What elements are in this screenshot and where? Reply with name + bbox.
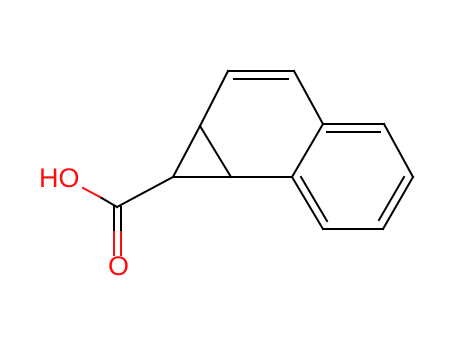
bond-benz-5 xyxy=(290,175,325,231)
bond-c1-carboxyl xyxy=(115,175,175,209)
bond-benz-2 xyxy=(382,122,415,179)
bond-cyclopropane-top xyxy=(171,124,202,179)
bond-carboxyl-oh-oxygen xyxy=(81,186,102,199)
bond-cyclopropane-right xyxy=(198,124,233,179)
bond-benz-6 xyxy=(290,122,325,179)
hydroxyl-label: HO xyxy=(39,163,80,193)
carbonyl-oxygen-label: O xyxy=(108,251,129,281)
bond-benz-3 xyxy=(381,175,415,231)
bond-c3-c4 xyxy=(292,69,325,126)
bond-benz-inner-b xyxy=(377,175,406,222)
bond-c1-c2 xyxy=(198,69,230,128)
bond-benz-inner-c xyxy=(299,175,329,223)
bond-carboxyl-oh-carbon xyxy=(98,195,119,209)
